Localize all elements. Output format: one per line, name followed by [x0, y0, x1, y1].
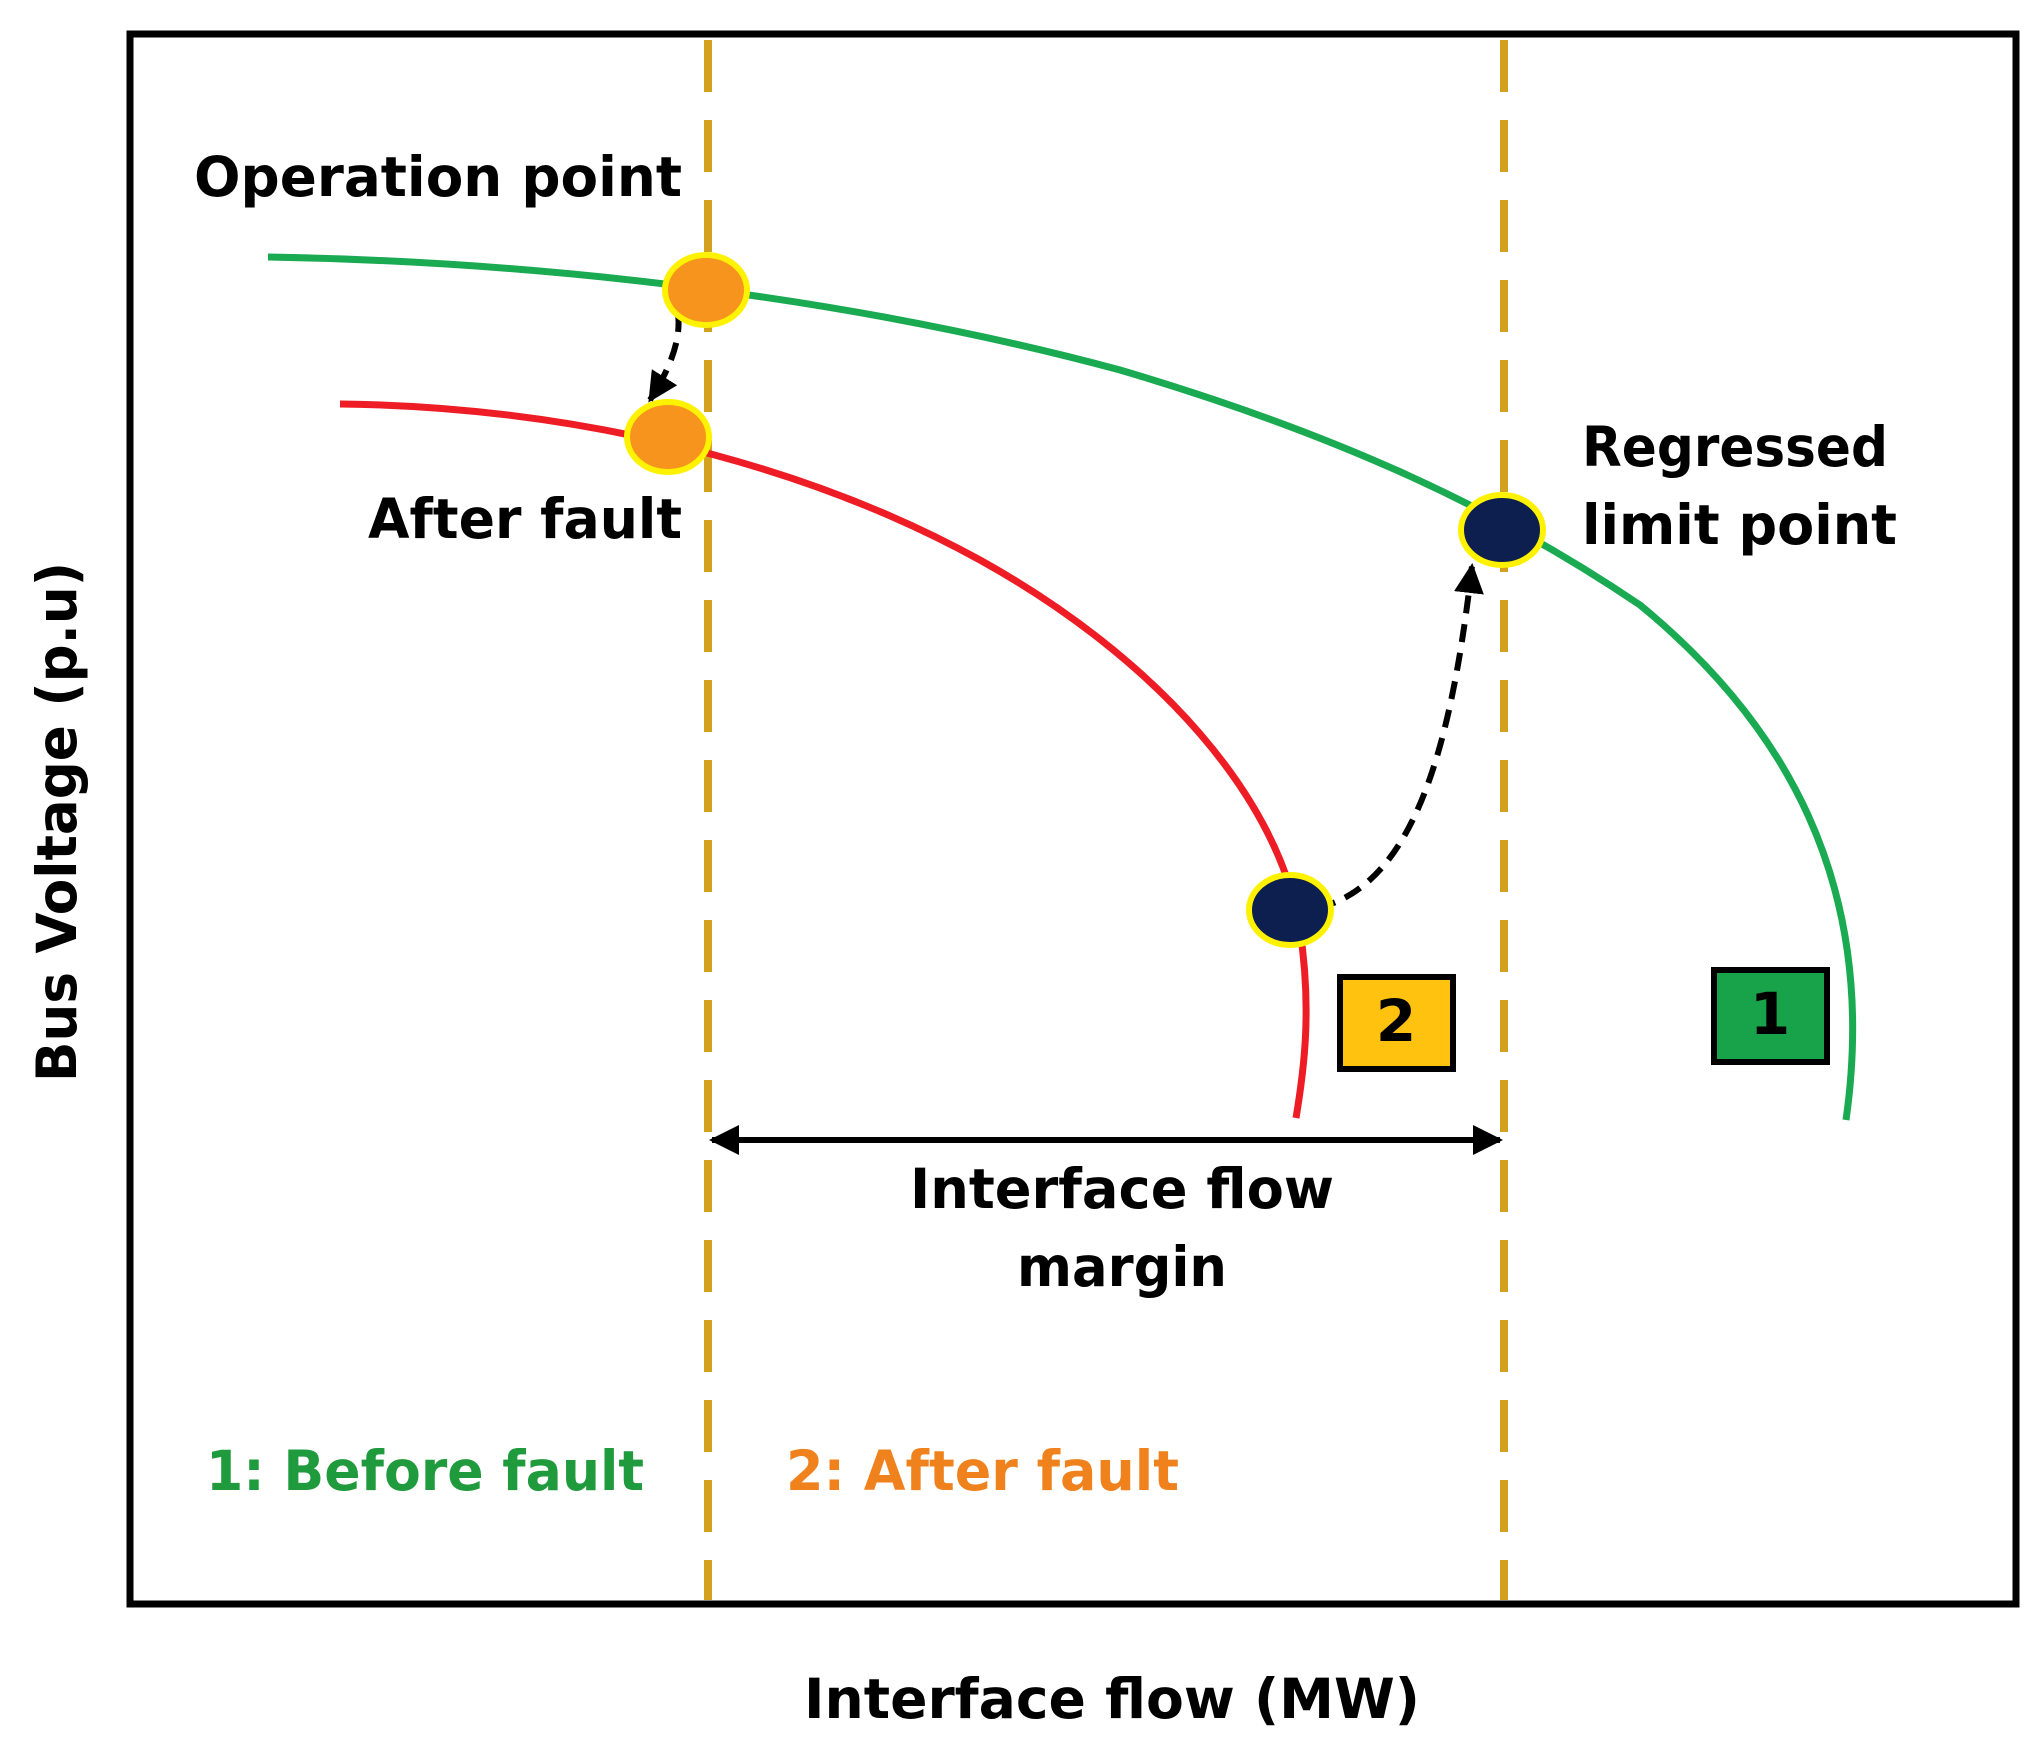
legend-before-fault: 1: Before fault: [206, 1439, 644, 1503]
regressed-label-line1: Regressed: [1582, 415, 1888, 479]
after-fault-limit-point-marker: [1246, 872, 1334, 948]
after-fault-curve-badge: 2: [1337, 974, 1456, 1072]
margin-label-line1: Interface flow: [910, 1157, 1334, 1221]
y-axis-label: Bus Voltage (p.u): [25, 562, 89, 1082]
legend-after-fault: 2: After fault: [786, 1439, 1179, 1503]
margin-label-line2: margin: [1017, 1235, 1227, 1299]
regressed-limit-point-marker: [1458, 492, 1546, 568]
plot-frame: [126, 30, 2020, 1608]
regressed-label-line2: limit point: [1582, 493, 1897, 557]
after-fault-pv-curve: [339, 400, 1310, 1119]
before-fault-curve-badge: 1: [1711, 967, 1830, 1065]
after-fault-curve-badge-number: 2: [1376, 987, 1416, 1055]
regression-arrow: [1317, 563, 1484, 911]
x-axis-label: Interface flow (MW): [804, 1667, 1420, 1731]
before-fault-pv-curve: [267, 253, 1857, 1121]
after-fault-point-label: After fault: [368, 487, 682, 551]
fault-drop-arrow: [647, 313, 682, 403]
operation-point-marker: [662, 252, 750, 328]
after-fault-point-marker: [624, 399, 712, 475]
operation-point-label: Operation point: [194, 145, 682, 209]
before-fault-curve-badge-number: 1: [1750, 980, 1790, 1048]
